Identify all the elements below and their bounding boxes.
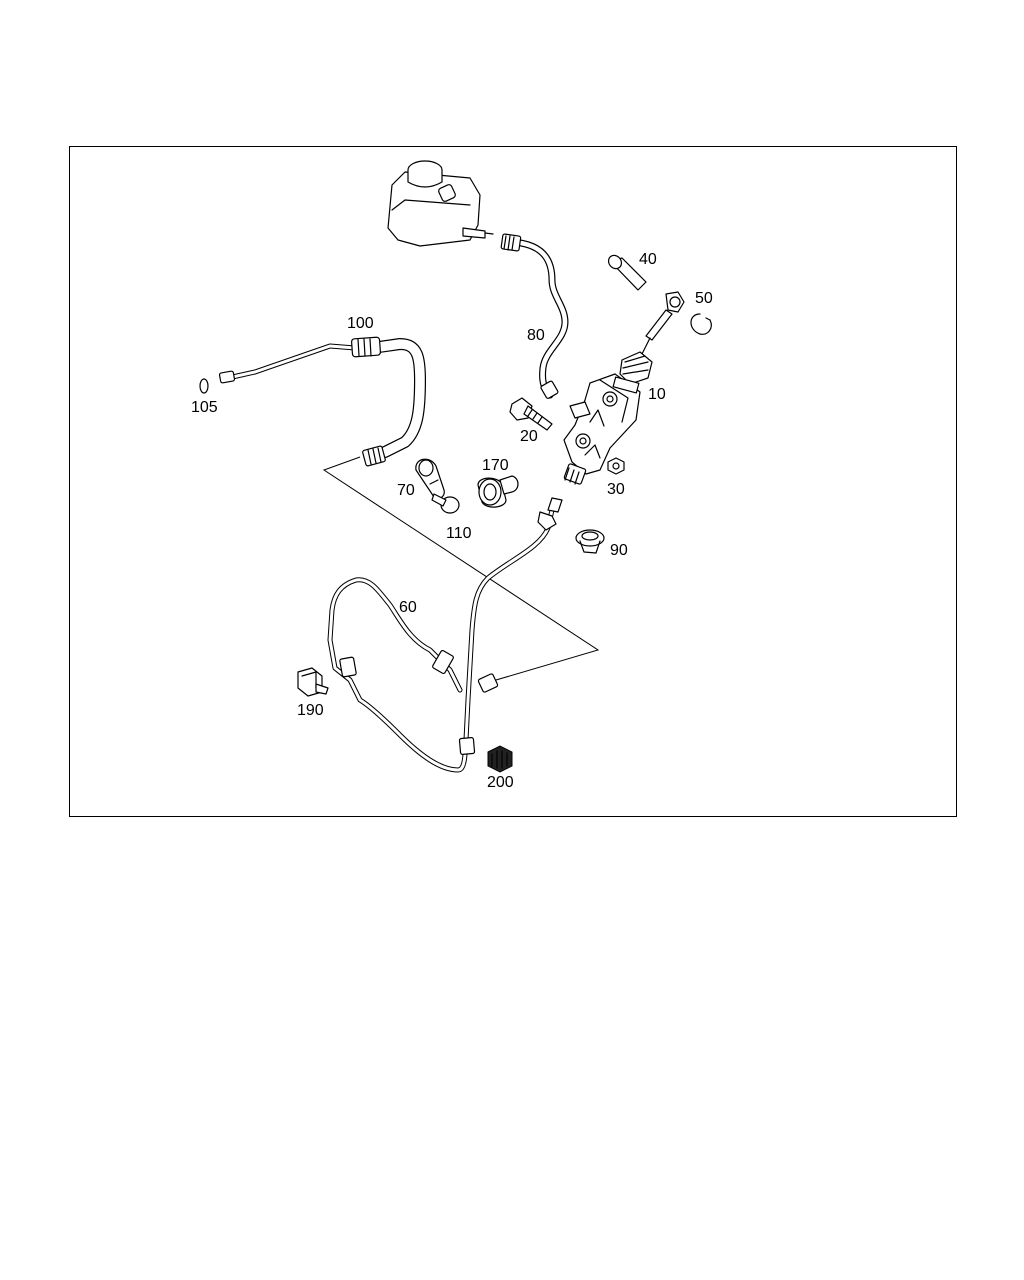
reservoir-tank xyxy=(387,160,494,247)
label-60: 60 xyxy=(399,599,417,616)
label-20: 20 xyxy=(520,428,538,445)
part-200-clip xyxy=(487,745,513,773)
label-70: 70 xyxy=(397,482,415,499)
part-70-clamp xyxy=(415,458,445,499)
label-200: 200 xyxy=(487,774,514,791)
part-30-nut xyxy=(607,457,625,475)
label-190: 190 xyxy=(297,702,324,719)
part-10-master-cylinder xyxy=(563,291,685,485)
part-80-reservoir-hose xyxy=(500,233,569,399)
label-50: 50 xyxy=(695,290,713,307)
label-110: 110 xyxy=(446,525,472,542)
part-90-cap xyxy=(575,529,605,554)
part-60-pressure-line xyxy=(327,497,563,773)
part-20-bolt xyxy=(509,397,553,431)
label-30: 30 xyxy=(607,481,625,498)
part-labels: 40 50 100 80 10 105 20 170 70 30 110 90 … xyxy=(191,251,713,791)
part-50-circlip xyxy=(690,313,712,335)
label-40: 40 xyxy=(639,251,657,268)
label-105: 105 xyxy=(191,399,218,416)
part-170-buffer xyxy=(477,475,519,508)
callout-leader-lines xyxy=(322,456,600,681)
label-100: 100 xyxy=(347,315,374,332)
part-105-washer xyxy=(199,378,209,394)
label-90: 90 xyxy=(610,542,628,559)
part-110-screw xyxy=(431,493,460,514)
part-100-hose xyxy=(218,336,426,467)
diagram-frame xyxy=(69,146,957,817)
label-80: 80 xyxy=(527,327,545,344)
label-170: 170 xyxy=(482,457,509,474)
part-190-clip xyxy=(297,667,329,697)
part-40-pin xyxy=(607,254,647,291)
label-10: 10 xyxy=(648,386,666,403)
